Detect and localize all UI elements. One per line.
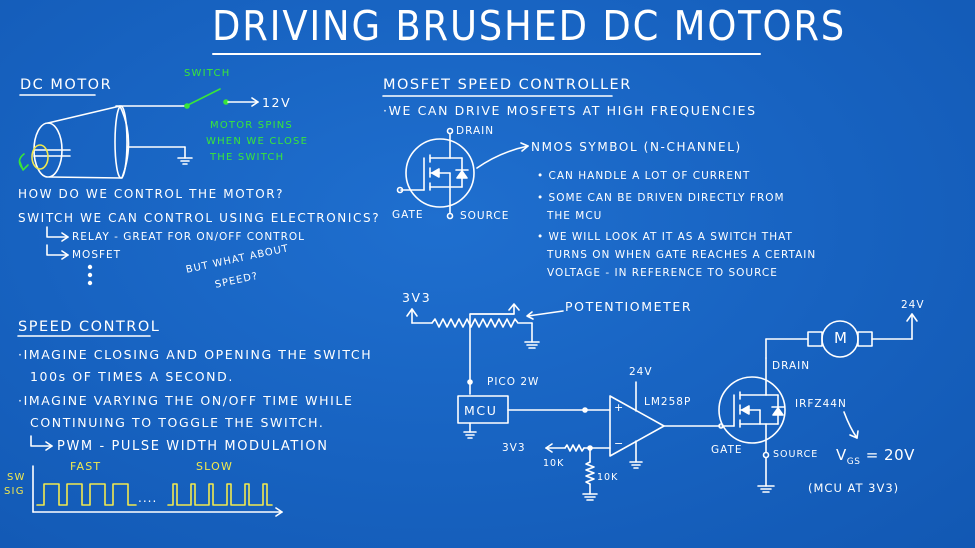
opamp [507,381,721,469]
potentiometer-label: POTENTIOMETER [565,299,693,314]
option-arrows [46,226,93,286]
speed-line-4: CONTINUING TO TOGGLE THE SWITCH. [30,415,325,430]
power-mosfet [718,357,786,493]
nmos-symbol-label: NMOS SYMBOL (N-CHANNEL) [531,140,742,154]
feedback-3v3-label: 3V3 [502,442,526,454]
switch-label: SWITCH [184,68,231,79]
pwm-fast-label: FAST [70,460,102,473]
mosfet-bullet-2a: • SOME CAN BE DRIVEN DIRECTLY FROM [537,192,785,204]
resistor-10k-a: 10K [543,458,565,469]
motor-drawing [18,105,130,179]
pwm-axis-sw: SW [7,472,26,483]
page-title: DRIVING BRUSHED DC MOTORS [212,2,847,50]
pwm-label: PWM - PULSE WIDTH MODULATION [57,439,329,454]
motor-symbol: M [834,329,848,347]
voltage-12v: 12V [262,95,292,110]
nmos-symbol [396,127,475,220]
control-question: HOW DO WE CONTROL THE MOTOR? [18,187,285,201]
feedback-network [545,443,611,501]
motor-note-1: MOTOR SPINS [210,120,293,131]
motor-note-2: WHEN WE CLOSE [206,136,309,147]
circuit-source-label: SOURCE [773,449,819,460]
opamp-minus: − [614,437,625,450]
mosfet-bullet-3a: • WE WILL LOOK AT IT AS A SWITCH THAT [537,231,793,243]
circuit-gate-label: GATE [711,444,743,456]
pwm-arrow [30,435,53,451]
option-mosfet: MOSFET [72,249,122,261]
motor-note-3: THE SWITCH [210,152,285,163]
motor-24v-label: 24V [901,299,925,311]
pico-label: PICO 2W [487,376,540,388]
mosfet-part-label: IRFZ44N [795,398,847,410]
mosfet-bullet-2b: THE MCU [547,210,603,222]
speed-line-3: ·IMAGINE VARYING THE ON/OFF TIME WHILE [18,393,354,408]
pwm-graph [32,465,283,517]
dc-motor-heading: DC MOTOR [20,77,113,93]
mosfet-bullet-3c: VOLTAGE - IN REFERENCE TO SOURCE [547,267,778,279]
circuit-3v3-top: 3V3 [402,290,432,305]
nmos-drain-label: DRAIN [456,125,495,137]
resistor-10k-b: 10K [597,472,619,483]
pwm-ellipsis: .... [138,491,158,505]
mosfet-bullet-3b: TURNS ON WHEN GATE REACHES A CERTAIN [547,249,817,261]
opamp-24v-label: 24V [629,366,653,378]
opamp-plus: + [614,401,625,414]
nmos-gate-label: GATE [392,209,424,221]
load-motor [765,313,918,359]
mosfet-heading: MOSFET SPEED CONTROLLER [383,77,632,93]
mosfet-line-1: ·WE CAN DRIVE MOSFETS AT HIGH FREQUENCIE… [383,103,757,118]
mosfet-bullet-1: • CAN HANDLE A LOT OF CURRENT [537,170,751,182]
vgs-equation: VGS = 20V [836,446,915,467]
pot-resistor [431,318,519,328]
switch-question: SWITCH WE CAN CONTROL USING ELECTRONICS? [18,211,381,225]
option-relay: RELAY - GREAT FOR ON/OFF CONTROL [72,231,306,243]
mcu-label: MCU [464,403,498,418]
nmos-pointer-arrow [476,145,529,169]
nmos-source-label: SOURCE [460,210,510,222]
pwm-axis-sig: SIG [4,486,25,497]
motor-wiring [115,88,259,165]
circuit-drain-label: DRAIN [772,360,811,372]
mcu-voltage-note: (MCU AT 3V3) [808,481,900,495]
speed-line-2: 100s OF TIMES A SECOND. [30,369,234,384]
pot-circuit [406,303,564,395]
opamp-part-label: LM258P [644,396,692,408]
pwm-slow-label: SLOW [196,460,234,473]
vgs-arrow [843,411,859,439]
speed-line-1: ·IMAGINE CLOSING AND OPENING THE SWITCH [18,347,373,362]
speed-control-heading: SPEED CONTROL [18,319,161,335]
